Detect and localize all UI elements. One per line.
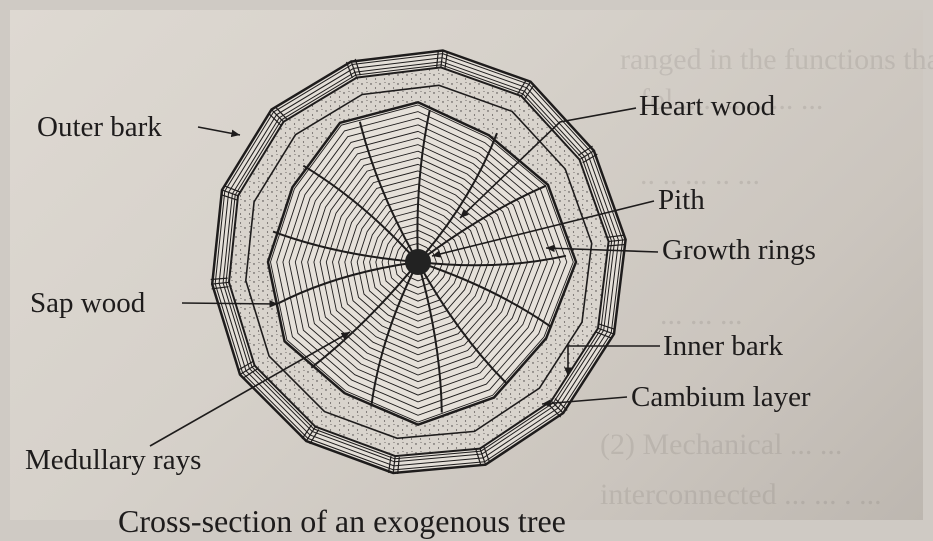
figure-caption: Cross-section of an exogenous tree: [118, 505, 566, 537]
arrow-outer-bark: [198, 127, 240, 135]
label-pith: Pith: [658, 186, 705, 215]
label-growth-rings: Growth rings: [662, 236, 816, 265]
label-medullary-rays: Medullary rays: [25, 446, 201, 475]
arrow-sap-wood: [182, 303, 278, 304]
label-inner-bark: Inner bark: [663, 332, 783, 361]
label-sap-wood: Sap wood: [30, 289, 145, 318]
label-heart-wood: Heart wood: [639, 92, 775, 121]
pith: [405, 249, 431, 275]
label-cambium-layer: Cambium layer: [631, 383, 811, 412]
label-outer-bark: Outer bark: [37, 113, 162, 142]
